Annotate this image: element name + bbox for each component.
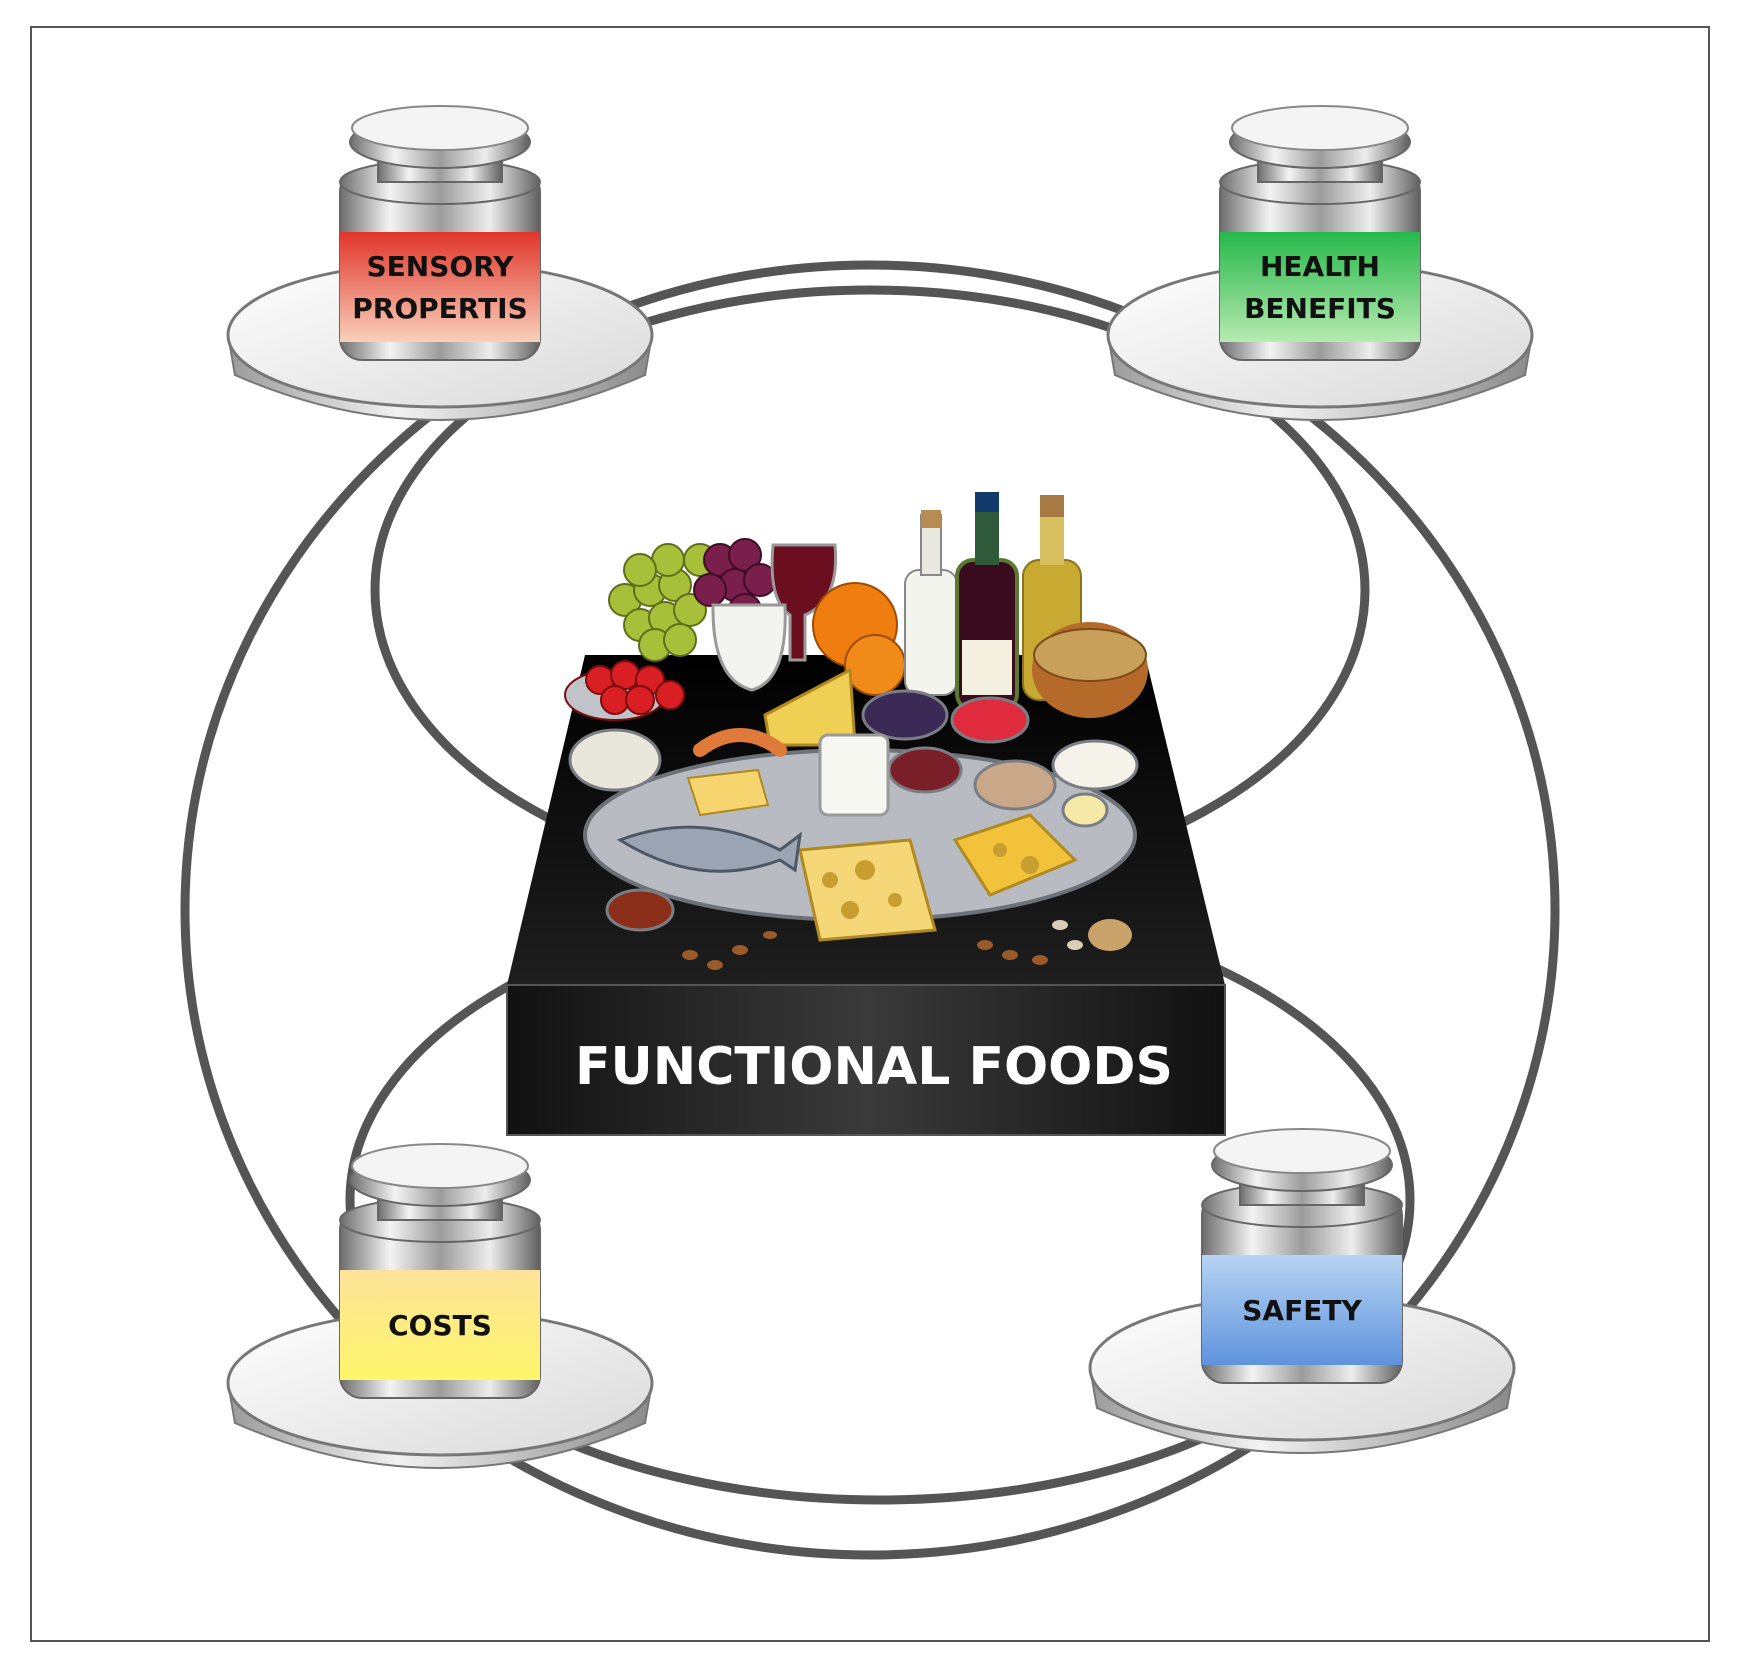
nuts: [682, 919, 1132, 970]
small-bowls: [568, 689, 1139, 932]
weight-cap-top: [1213, 1128, 1391, 1174]
weight-cap-top: [351, 105, 529, 151]
weight-label-band: [1202, 1255, 1402, 1365]
functional-foods-box: FUNCTIONAL FOODS: [506, 492, 1226, 1136]
green-grapes: [608, 543, 717, 662]
milk-bottle: [904, 569, 958, 696]
functional-foods-label: FUNCTIONAL FOODS: [575, 1037, 1173, 1097]
cheese-block: [798, 838, 937, 942]
weight-health: HEALTH BENEFITS: [1106, 105, 1534, 421]
weight-label-band: [1220, 232, 1420, 342]
weight-cap-top: [351, 1143, 529, 1189]
cheese-slice: [952, 813, 1078, 897]
food-illustration: [564, 492, 1148, 970]
red-grapes: [693, 538, 777, 627]
outer-ring: [180, 260, 1560, 1560]
cheese-holes: [822, 843, 1039, 919]
fish: [616, 825, 802, 873]
weight-label-costs: COSTS: [388, 1309, 492, 1342]
wine-glass: [770, 543, 838, 662]
weight-label-sensory: SENSORY: [367, 250, 515, 283]
weight-label-health: BENEFITS: [1244, 292, 1396, 325]
milk-cup: [818, 733, 890, 817]
weight-label-sensory: PROPERTIS: [352, 292, 528, 325]
grain-bowl: [1032, 622, 1148, 718]
shrimp: [693, 728, 787, 757]
strawberries: [564, 660, 685, 721]
weight-label-safety: SAFETY: [1242, 1294, 1362, 1327]
butter-block: [686, 768, 770, 817]
weight-safety: SAFETY: [1088, 1128, 1516, 1454]
box-front-face: [506, 984, 1226, 1136]
weight-label-band: [340, 1270, 540, 1380]
weight-label-health: HEALTH: [1260, 250, 1380, 283]
bottles: [904, 492, 1082, 712]
weight-costs: COSTS: [226, 1143, 654, 1469]
weight-sensory: SENSORY PROPERTIS: [226, 105, 654, 421]
milk-glass: [711, 603, 787, 692]
weight-cap-top: [1231, 105, 1409, 151]
orange: [844, 634, 906, 696]
weight-label-band: [340, 232, 540, 342]
weights-group: SENSORY PROPERTIS HEALTH BENEFITS COSTS SAFET…: [226, 105, 1534, 1469]
